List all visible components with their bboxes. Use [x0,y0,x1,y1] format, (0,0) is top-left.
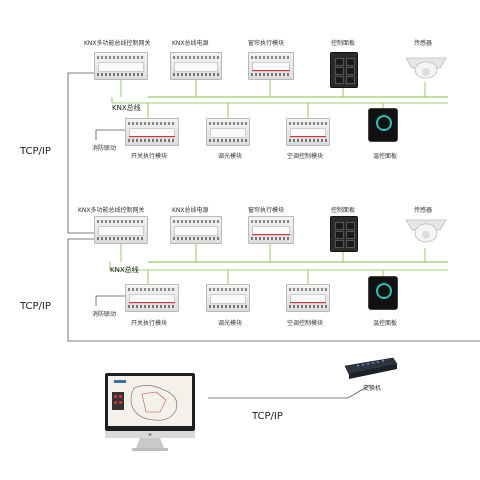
label-panel-bottom: 控制面板 [331,207,356,214]
label-thermo-top: 温控面板 [373,153,398,160]
curtain-module-bottom [248,216,294,244]
control-panel-icon-bottom [330,216,358,252]
label-gateway-top: KNX多功能总线控制网关 [84,40,151,47]
label-dimmer-top: 调光模块 [218,153,243,160]
label-ac-bottom: 空调控制模块 [287,320,324,327]
label-dimmer-bottom: 调光模块 [218,320,243,327]
thermostat-icon-bottom [368,276,398,310]
knx-gateway-module-top [94,52,148,80]
ac-control-module-top [286,118,330,146]
label-knx-bus-top: KNX总线 [112,104,141,112]
label-tcp-bottom: TCP/IP [252,411,283,422]
knx-gateway-module-bottom [94,216,148,244]
sensor-icon-top [405,57,447,79]
label-fire-bottom: 消防联动 [92,311,117,318]
thermostat-icon-top [368,108,398,142]
dimmer-module-bottom [206,284,250,312]
switch-actuator-module-top [125,118,179,146]
label-panel-top: 控制面板 [331,40,356,47]
ac-control-module-bottom [286,284,330,312]
monitor-icon [105,373,195,451]
label-tcp-middle: TCP/IP [20,301,51,312]
sensor-icon-bottom [405,219,447,243]
label-tcp-top: TCP/IP [20,146,51,157]
label-switch-bottom: 开关执行模块 [131,320,168,327]
label-gateway-bottom: KNX多功能总线控制网关 [78,207,145,214]
dimmer-module-top [206,118,250,146]
label-switch-top: 开关执行模块 [131,153,168,160]
network-switch-icon [344,357,398,379]
label-power-top: KNX总线电源 [172,40,209,47]
tcp-line-monitor [208,384,371,399]
control-panel-icon-top [330,52,358,88]
label-curtain-bottom: 窗帘执行模块 [248,207,285,214]
switch-actuator-module-bottom [125,284,179,312]
label-knx-bus-bottom: KNX总线 [110,266,139,274]
label-fire-top: 消防联动 [92,145,117,152]
label-ac-top: 空调控制模块 [287,153,324,160]
curtain-module-top [248,52,294,80]
label-power-bottom: KNX总线电源 [172,207,209,214]
label-sensor-bottom: 传感器 [414,207,433,214]
knx-power-module-bottom [170,216,222,244]
label-thermo-bottom: 温控面板 [373,320,398,327]
label-switch-device: 交换机 [363,385,382,392]
label-sensor-top: 传感器 [414,40,433,47]
knx-power-module-top [170,52,222,80]
tcp-line-bottom [67,238,480,342]
tcp-line-top [67,72,94,234]
label-curtain-top: 窗帘执行模块 [248,40,285,47]
